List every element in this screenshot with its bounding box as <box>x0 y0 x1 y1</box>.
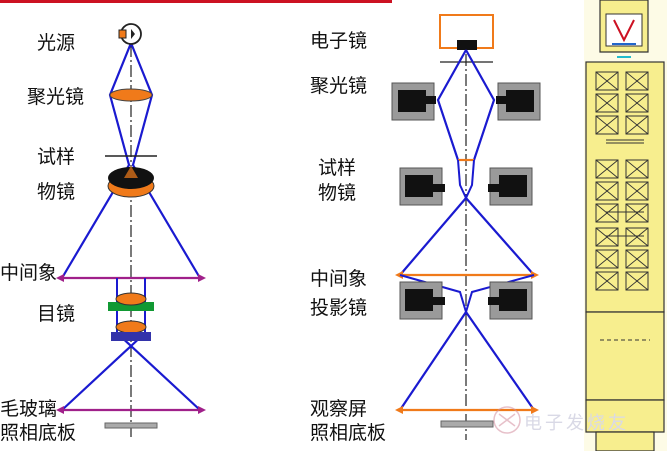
top-accent-bar <box>0 0 392 3</box>
left-glass-arrow-r <box>198 406 206 414</box>
column-body <box>585 61 665 313</box>
lens-block-cross <box>625 249 649 269</box>
lens-block-cross <box>595 181 619 201</box>
label-objective-mid: 物镜 <box>318 182 357 204</box>
lens-block-1-0 <box>595 93 619 113</box>
lens-block-0-1 <box>625 71 649 91</box>
label-projector: 投影镜 <box>310 297 368 319</box>
label-eyepiece: 目镜 <box>37 303 76 325</box>
lens-block-7-1 <box>625 249 649 269</box>
lens-block-5-0 <box>595 203 619 223</box>
label-photo-plate-mid: 照相底板 <box>310 422 387 444</box>
lens-block-7-0 <box>595 249 619 269</box>
lens-block-cross <box>595 159 619 179</box>
label-electron-gun: 电子镜 <box>310 30 368 52</box>
label-objective-left: 物镜 <box>37 181 76 203</box>
left-image-arrow-l <box>56 274 64 282</box>
label-intermediate-mid: 中间象 <box>310 268 368 290</box>
objective-coil-left <box>399 167 445 206</box>
left-image-arrow-r <box>198 274 206 282</box>
optical-microscope <box>56 23 206 440</box>
lens-block-cross <box>595 203 619 223</box>
lens-block-cross <box>625 227 649 247</box>
label-ground-glass: 毛玻璃 <box>0 398 58 420</box>
label-condenser-mid: 聚光镜 <box>310 75 368 97</box>
label-photo-plate-left: 照相底板 <box>0 422 77 444</box>
projector-coil-left <box>399 281 445 320</box>
label-light-source: 光源 <box>37 32 76 54</box>
lens-block-cross <box>625 271 649 291</box>
label-specimen-mid: 试样 <box>318 157 357 179</box>
eyepiece-lens-upper <box>115 292 147 306</box>
column-lens-blocks <box>595 71 649 291</box>
electron-gun-tip <box>457 40 477 50</box>
lens-block-6-0 <box>595 227 619 247</box>
lens-block-cross <box>595 271 619 291</box>
left-ray-1 <box>61 42 133 279</box>
eyepiece-lens-lower <box>115 320 147 334</box>
left-ray-2 <box>129 42 201 279</box>
lens-block-2-1 <box>625 115 649 135</box>
watermark-text: 电子发烧友 <box>524 413 629 434</box>
left-glass-arrow-l <box>56 406 64 414</box>
eyepiece-green-stop <box>108 302 154 311</box>
light-source-filament <box>118 29 127 39</box>
condenser-coil-left <box>391 82 436 121</box>
tem-column <box>584 0 667 451</box>
lens-block-1-1 <box>625 93 649 113</box>
condenser-lens <box>109 88 153 102</box>
left-final-ray-2 <box>61 332 146 411</box>
label-intermediate-left: 中间象 <box>0 262 58 284</box>
eyepiece-blue-mount <box>111 332 151 341</box>
lens-block-8-0 <box>595 271 619 291</box>
condenser-coil-right <box>496 82 541 121</box>
electron-microscope <box>391 14 541 440</box>
label-condenser-left: 聚光镜 <box>27 86 85 108</box>
label-viewing-screen: 观察屏 <box>310 398 368 420</box>
watermark-logo-icon <box>493 406 521 434</box>
lens-block-3-1 <box>625 159 649 179</box>
lens-block-4-0 <box>595 181 619 201</box>
lens-block-3-0 <box>595 159 619 179</box>
lens-block-cross <box>595 71 619 91</box>
lens-block-cross <box>595 227 619 247</box>
lens-block-8-1 <box>625 271 649 291</box>
mid-photo-plate <box>440 420 494 428</box>
lens-block-cross <box>625 159 649 179</box>
lens-block-cross <box>595 249 619 269</box>
lens-block-cross <box>625 203 649 223</box>
left-final-ray-1 <box>116 332 201 411</box>
left-photo-plate <box>104 422 158 429</box>
projector-coil-right <box>488 281 533 320</box>
lens-block-4-1 <box>625 181 649 201</box>
lens-block-cross <box>595 93 619 113</box>
lens-block-cross <box>625 71 649 91</box>
lens-block-5-1 <box>625 203 649 223</box>
lens-block-cross <box>625 115 649 135</box>
label-specimen-left: 试样 <box>37 146 76 168</box>
lens-block-0-0 <box>595 71 619 91</box>
lens-block-cross <box>595 115 619 135</box>
lens-block-cross <box>625 181 649 201</box>
lens-block-2-0 <box>595 115 619 135</box>
objective-coil-right <box>488 167 533 206</box>
lens-block-cross <box>625 93 649 113</box>
lens-block-6-1 <box>625 227 649 247</box>
